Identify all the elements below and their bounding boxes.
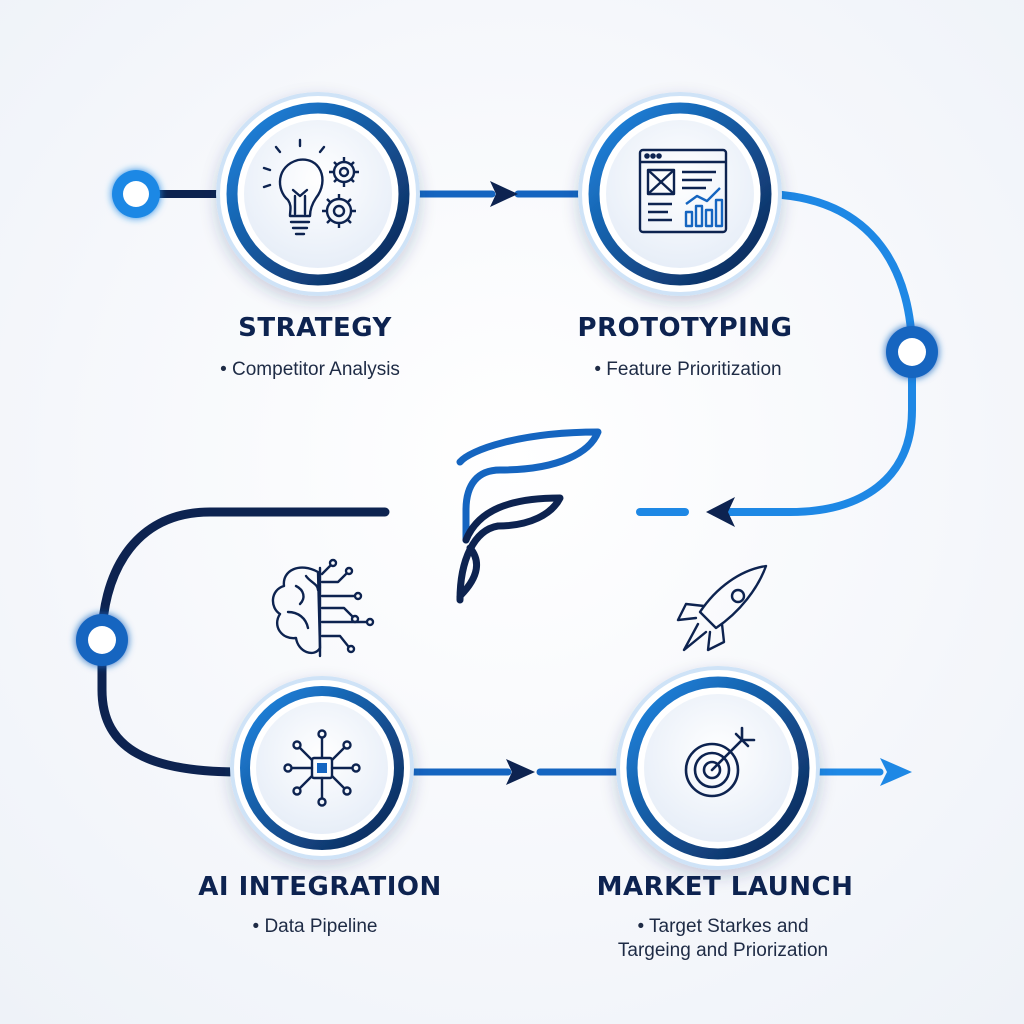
arrowheads: [490, 181, 912, 786]
rocket-icon: [676, 564, 768, 652]
arrowhead-left-mid: [706, 497, 735, 527]
gears-icon: [322, 157, 359, 228]
left-junction-dot: [76, 614, 128, 666]
arrowhead-right-1: [490, 181, 518, 207]
stage-bullet-strategy: • Competitor Analysis: [220, 359, 400, 380]
brain-circuit-icon: [271, 558, 375, 658]
stage-bullet-market-launch-1: • Target Starkes and: [637, 916, 809, 937]
lightbulb-icon: [262, 138, 326, 236]
f-logo-icon: [456, 428, 602, 604]
bar-chart-icon: [684, 187, 724, 228]
stage-node-market-launch[interactable]: [616, 666, 820, 870]
wireframe-window-icon: [638, 148, 728, 234]
arrowhead-right-2: [506, 759, 535, 785]
connector-lines: [97, 190, 916, 777]
start-dot: [112, 170, 160, 218]
right-junction-dot: [886, 326, 938, 378]
stage-bullet-market-launch-2: Targeing and Priorization: [617, 940, 829, 961]
stage-node-prototyping[interactable]: [578, 92, 782, 296]
ai-chip-network-icon: [283, 729, 361, 807]
junction-dots: [76, 170, 938, 666]
target-arrow-icon: [684, 726, 756, 798]
stage-title-ai-integration: AI INTEGRATION: [198, 872, 442, 902]
stage-title-strategy: STRATEGY: [238, 313, 392, 343]
stage-bullet-prototyping: • Feature Prioritization: [594, 359, 782, 380]
stage-title-market-launch: MARKET LAUNCH: [596, 872, 854, 902]
arrowhead-end: [880, 758, 912, 786]
stage-bullet-ai-integration: • Data Pipeline: [252, 916, 378, 937]
stage-title-prototyping: PROTOTYPING: [577, 313, 793, 343]
